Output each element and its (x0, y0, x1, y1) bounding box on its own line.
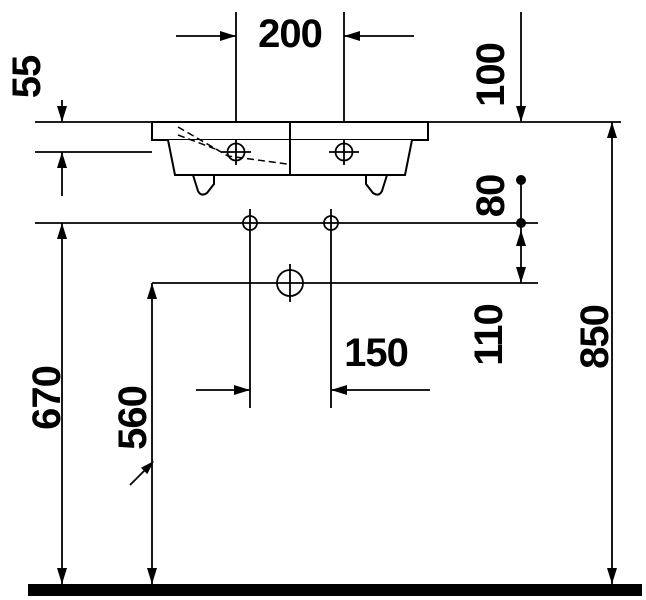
arrow-110-up (516, 230, 526, 246)
dim-label-55: 55 (5, 55, 49, 98)
dim-label-150: 150 (344, 331, 408, 375)
arrow-110-down (516, 267, 526, 283)
arrow-200-left (220, 31, 236, 41)
arrow-150-right (331, 385, 347, 395)
dim-label-110: 110 (467, 304, 511, 366)
arrow-55-down (57, 106, 67, 122)
arrowheads (57, 31, 617, 584)
arrow-670-up (57, 223, 67, 239)
dim-label-560: 560 (111, 386, 155, 450)
dim-label-80: 80 (469, 175, 513, 218)
arrow-560-up (147, 283, 157, 299)
dim-label-670: 670 (25, 366, 69, 430)
drain-hole (276, 269, 304, 297)
dim-label-850: 850 (573, 305, 617, 369)
tap-hole-right (334, 142, 354, 162)
drain-hole-group (276, 264, 304, 302)
dim-label-100: 100 (469, 43, 513, 107)
fixing-dot-lower (516, 218, 526, 228)
wall-fixing-holes (242, 209, 339, 408)
basin-foot-left (191, 174, 215, 196)
fixing-hole-right (323, 215, 339, 231)
fixing-dots (516, 175, 526, 228)
fixing-dot-upper (516, 175, 526, 185)
floor-line (28, 584, 642, 596)
fixing-hole-left (242, 215, 258, 231)
tap-holes (221, 139, 359, 165)
basin-foot-right (365, 174, 389, 196)
arrow-100-down (516, 106, 526, 122)
dim-560-leader-line (129, 468, 147, 486)
arrow-560-leader (140, 461, 154, 475)
arrow-150-left (234, 385, 250, 395)
arrow-55-up (57, 152, 67, 168)
arrow-850-down (607, 568, 617, 584)
bowl-hidden-edge-2 (177, 134, 219, 151)
tap-hole-left (226, 142, 246, 162)
dimension-labels: 200 55 100 80 110 150 560 670 850 (5, 12, 617, 450)
basin-outline (151, 121, 429, 196)
arrow-560-down (147, 568, 157, 584)
arrow-850-up (607, 122, 617, 138)
arrow-670-down (57, 568, 67, 584)
arrow-200-right (344, 31, 360, 41)
dim-label-200: 200 (258, 12, 322, 56)
dimension-lines (61, 12, 613, 584)
